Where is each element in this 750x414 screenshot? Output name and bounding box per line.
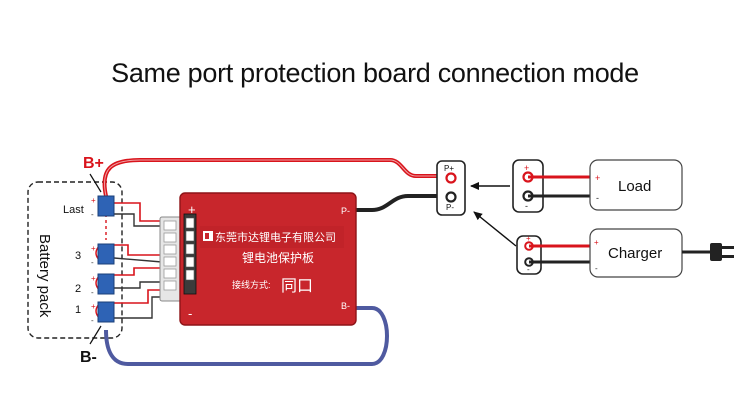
load-label: Load	[618, 178, 651, 195]
b-minus-wire	[104, 306, 389, 366]
board-plus-label: +	[188, 202, 196, 217]
cell-minus-mark: -	[91, 210, 94, 219]
board-minus-label: -	[188, 306, 192, 321]
battery-pack-outline	[27, 181, 123, 339]
port-p-minus-label: P-	[446, 203, 454, 212]
cell-last	[97, 195, 115, 217]
company-logo-icon	[203, 231, 213, 241]
cell-plus-mark: +	[91, 244, 96, 253]
page-title: Same port protection board connection mo…	[111, 58, 639, 88]
load-plus: +	[595, 173, 600, 183]
board-p-minus-label: P-	[341, 206, 350, 216]
charger-plus: +	[594, 238, 599, 247]
b-plus-label: B+	[83, 155, 104, 172]
charger-minus: -	[595, 264, 598, 273]
cell-minus-mark: -	[91, 258, 94, 267]
port-p-plus-terminal	[445, 172, 457, 184]
cell-1	[97, 301, 115, 323]
board-mode-label: 接线方式:	[232, 279, 271, 290]
cell-plus-mark: +	[91, 302, 96, 311]
protection-board	[179, 192, 357, 326]
port-p-plus-label: P+	[444, 164, 454, 173]
load-plug	[512, 159, 544, 213]
b-plus-wire	[102, 158, 446, 197]
load-plug-minus: -	[525, 201, 528, 211]
board-name: 锂电池保护板	[242, 250, 314, 265]
cell-plus-mark: +	[91, 274, 96, 283]
cell-3	[97, 243, 115, 265]
load-minus: -	[596, 193, 599, 203]
battery-pack-label: Battery pack	[36, 234, 53, 318]
charger-label: Charger	[608, 245, 662, 262]
charger-plug-plus: +	[526, 234, 531, 243]
load-box	[589, 159, 683, 211]
cell-minus-mark: -	[91, 316, 94, 325]
cell-plus-mark: +	[91, 196, 96, 205]
cell-minus-mark: -	[91, 288, 94, 297]
board-b-minus-label: B-	[341, 301, 350, 311]
cell-label-3: 3	[75, 250, 81, 262]
p-minus-wire	[356, 194, 446, 212]
board-company: 东莞市达锂电子有限公司	[215, 230, 336, 244]
b-minus-label: B-	[80, 349, 97, 366]
cell-label-1: 1	[75, 304, 81, 316]
charger-arrow	[473, 211, 517, 247]
output-port	[436, 160, 466, 216]
cell-label-last: Last	[63, 204, 84, 216]
port-p-minus-terminal	[445, 191, 457, 203]
load-plug-plus: +	[524, 163, 529, 173]
charger-plug-minus: -	[527, 265, 530, 274]
board-mode-value: 同口	[281, 278, 313, 295]
cell-2	[97, 273, 115, 295]
cell-label-2: 2	[75, 283, 81, 295]
power-plug-icon	[710, 243, 734, 261]
